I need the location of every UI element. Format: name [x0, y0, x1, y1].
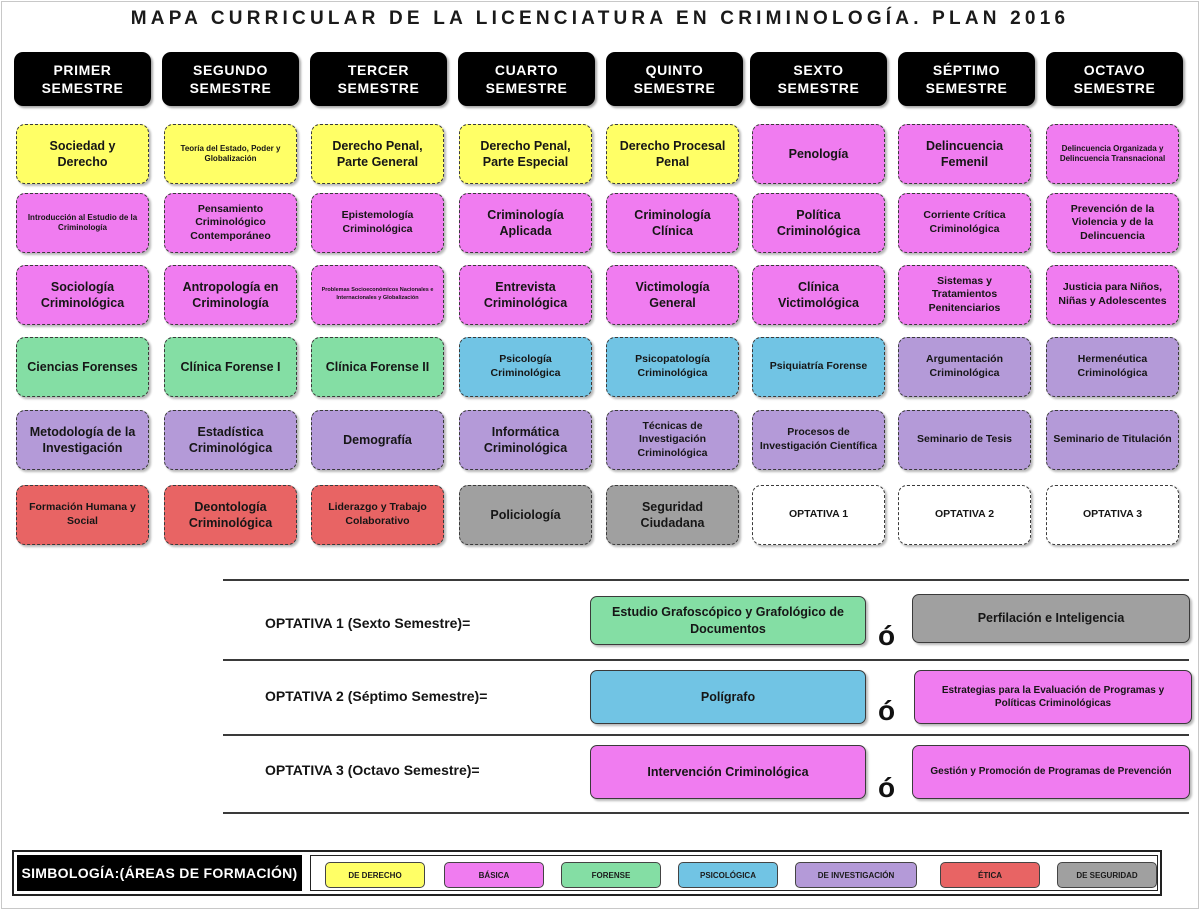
course-box: Demografía [311, 410, 444, 470]
course-box: Clínica Forense I [164, 337, 297, 397]
legend-title: SIMBOLOGÍA:(ÁREAS DE FORMACIÓN) [17, 855, 302, 891]
course-box: Deontología Criminológica [164, 485, 297, 545]
course-box: Criminología Clínica [606, 193, 739, 253]
course-box: Pensamiento Criminológico Contemporáneo [164, 193, 297, 253]
course-box: Entrevista Criminológica [459, 265, 592, 325]
legend-item-basica: BÁSICA [444, 862, 544, 888]
course-box-optativa: OPTATIVA 2 [898, 485, 1031, 545]
course-box: Penología [752, 124, 885, 184]
legend-item-forense: FORENSE [561, 862, 661, 888]
optativa-2-label: OPTATIVA 2 (Séptimo Semestre)= [265, 688, 488, 704]
course-box: Informática Criminológica [459, 410, 592, 470]
optativa-1-option-a: Estudio Grafoscópico y Grafológico de Do… [590, 596, 866, 645]
course-box: Seminario de Titulación [1046, 410, 1179, 470]
course-box: Seguridad Ciudadana [606, 485, 739, 545]
course-box: Liderazgo y Trabajo Colaborativo [311, 485, 444, 545]
divider-line [223, 812, 1189, 814]
optativa-3-option-b: Gestión y Promoción de Programas de Prev… [912, 745, 1190, 799]
legend-item-psicologica: PSICOLÓGICA [678, 862, 778, 888]
course-box: Psicología Criminológica [459, 337, 592, 397]
page-title: MAPA CURRICULAR DE LA LICENCIATURA EN CR… [130, 8, 1070, 29]
legend-items: DE DERECHO BÁSICA FORENSE PSICOLÓGICA DE… [310, 855, 1158, 891]
course-box: Antropología en Criminología [164, 265, 297, 325]
course-box: Psiquiatría Forense [752, 337, 885, 397]
course-box: Epistemología Criminológica [311, 193, 444, 253]
course-box: Clínica Forense II [311, 337, 444, 397]
course-box: Teoría del Estado, Poder y Globalización [164, 124, 297, 184]
optativa-3-label: OPTATIVA 3 (Octavo Semestre)= [265, 762, 480, 778]
divider-line [223, 734, 1189, 736]
course-box: Problemas Socioeconómicos Nacionales e I… [311, 265, 444, 325]
semester-header-7: SÉPTIMO SEMESTRE [898, 52, 1035, 106]
optativa-2-option-b: Estrategias para la Evaluación de Progra… [914, 670, 1192, 724]
course-box: Política Criminológica [752, 193, 885, 253]
legend-item-etica: ÉTICA [940, 862, 1040, 888]
course-box: Criminología Aplicada [459, 193, 592, 253]
optativa-1-label: OPTATIVA 1 (Sexto Semestre)= [265, 615, 471, 631]
course-box: Seminario de Tesis [898, 410, 1031, 470]
or-separator: ó [878, 772, 896, 803]
course-box: Clínica Victimológica [752, 265, 885, 325]
course-box: Delincuencia Organizada y Delincuencia T… [1046, 124, 1179, 184]
semester-header-1: PRIMER SEMESTRE [14, 52, 151, 106]
course-box: Ciencias Forenses [16, 337, 149, 397]
course-box: Sistemas y Tratamientos Penitenciarios [898, 265, 1031, 325]
optativa-2-option-a: Polígrafo [590, 670, 866, 724]
course-box: Procesos de Investigación Científica [752, 410, 885, 470]
semester-header-4: CUARTO SEMESTRE [458, 52, 595, 106]
optativa-1-option-b: Perfilación e Inteligencia [912, 594, 1190, 643]
course-box: Introducción al Estudio de la Criminolog… [16, 193, 149, 253]
optativa-3-option-a: Intervención Criminológica [590, 745, 866, 799]
semester-header-3: TERCER SEMESTRE [310, 52, 447, 106]
course-box: Formación Humana y Social [16, 485, 149, 545]
course-box: Justicia para Niños, Niñas y Adolescente… [1046, 265, 1179, 325]
or-separator: ó [878, 620, 896, 651]
course-box: Sociedad y Derecho [16, 124, 149, 184]
course-box: Técnicas de Investigación Criminológica [606, 410, 739, 470]
course-box: Derecho Procesal Penal [606, 124, 739, 184]
course-box: Sociología Criminológica [16, 265, 149, 325]
course-box: Delincuencia Femenil [898, 124, 1031, 184]
semester-header-5: QUINTO SEMESTRE [606, 52, 743, 106]
course-box: Victimología General [606, 265, 739, 325]
divider-line [223, 659, 1189, 661]
legend-item-investigacion: DE INVESTIGACIÓN [795, 862, 917, 888]
course-box: Psicopatología Criminológica [606, 337, 739, 397]
course-box: Policiología [459, 485, 592, 545]
semester-header-8: OCTAVO SEMESTRE [1046, 52, 1183, 106]
course-box: Argumentación Criminológica [898, 337, 1031, 397]
course-box-optativa: OPTATIVA 3 [1046, 485, 1179, 545]
course-box: Estadística Criminológica [164, 410, 297, 470]
semester-header-2: SEGUNDO SEMESTRE [162, 52, 299, 106]
course-box: Metodología de la Investigación [16, 410, 149, 470]
legend: SIMBOLOGÍA:(ÁREAS DE FORMACIÓN) DE DEREC… [12, 850, 1162, 896]
divider-line [223, 579, 1189, 581]
legend-item-derecho: DE DERECHO [325, 862, 425, 888]
course-box: Derecho Penal, Parte Especial [459, 124, 592, 184]
or-separator: ó [878, 695, 896, 726]
legend-item-seguridad: DE SEGURIDAD [1057, 862, 1157, 888]
course-box: Corriente Crítica Criminológica [898, 193, 1031, 253]
course-box: Derecho Penal, Parte General [311, 124, 444, 184]
course-box: Hermenéutica Criminológica [1046, 337, 1179, 397]
course-box-optativa: OPTATIVA 1 [752, 485, 885, 545]
course-box: Prevención de la Violencia y de la Delin… [1046, 193, 1179, 253]
semester-header-6: SEXTO SEMESTRE [750, 52, 887, 106]
